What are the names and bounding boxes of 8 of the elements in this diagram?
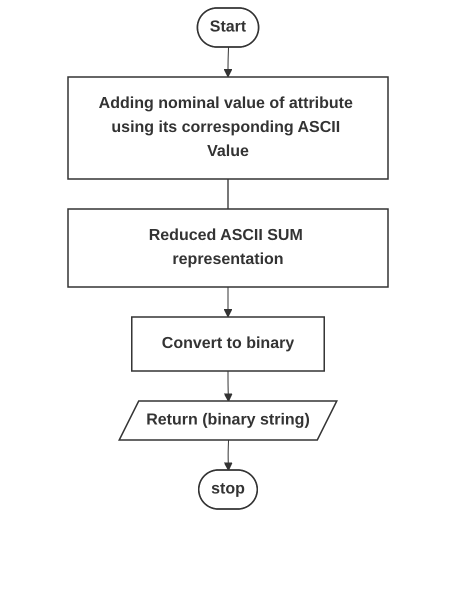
node-box: Reduced ASCII SUM representation	[66, 208, 388, 288]
node-box: Adding nominal value of attribute using its corresponding ASCII Value	[66, 76, 388, 180]
arrow	[223, 286, 232, 318]
arrow	[223, 370, 232, 402]
arrow	[223, 440, 232, 471]
node-box: Convert to binary	[130, 316, 324, 372]
arrow	[223, 47, 232, 78]
connector	[226, 179, 228, 209]
